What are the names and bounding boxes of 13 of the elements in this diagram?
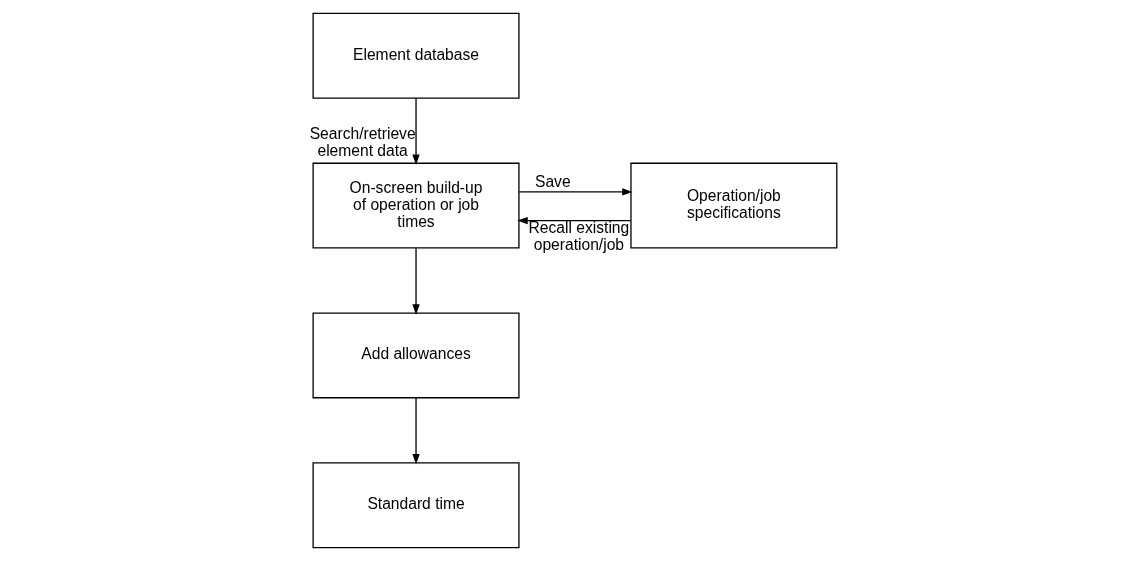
node-box: Standard time <box>312 462 520 549</box>
node-box: On-screen build-up of operation or job times <box>312 162 520 249</box>
arrow <box>412 247 420 315</box>
node-box: Operation/job specifications <box>630 162 838 249</box>
arrow <box>412 97 420 165</box>
edge-label: Save <box>534 173 571 191</box>
arrow <box>518 188 633 196</box>
node-box: Element database <box>312 12 520 99</box>
arrow <box>517 216 632 225</box>
arrow <box>412 397 420 465</box>
edge-label: Search/retrieve element data <box>309 125 416 160</box>
node-box: Add allowances <box>312 312 520 399</box>
edge-label: Recall existing operation/job <box>528 219 630 254</box>
